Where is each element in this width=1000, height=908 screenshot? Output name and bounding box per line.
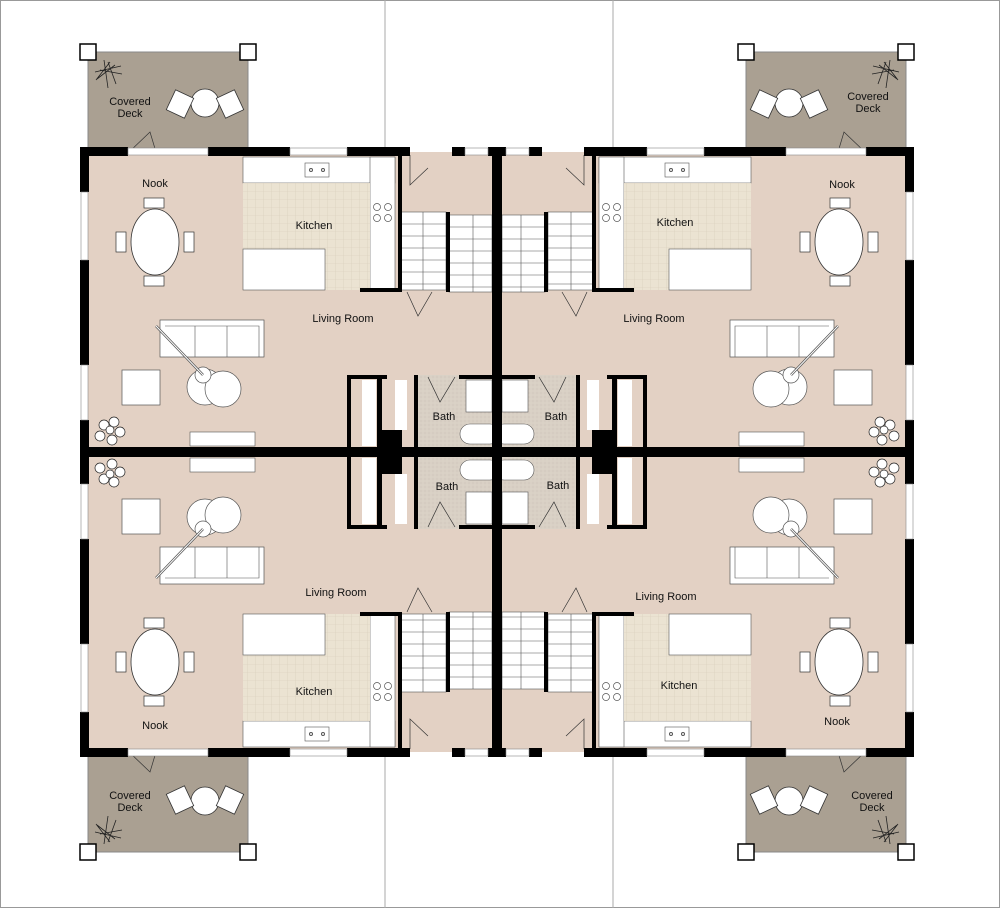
living-room-label: Living Room (312, 313, 373, 325)
deck-label: Deck (855, 103, 881, 115)
bath-label: Bath (436, 481, 459, 493)
deck-label: Covered (851, 790, 893, 802)
deck-label: Deck (117, 108, 143, 120)
bath-label: Bath (433, 411, 456, 423)
nook-label: Nook (142, 178, 168, 190)
deck-label: Covered (109, 96, 151, 108)
kitchen-label: Kitchen (296, 220, 333, 232)
nook-label: Nook (824, 716, 850, 728)
living-room-label: Living Room (623, 313, 684, 325)
living-room-label: Living Room (305, 587, 366, 599)
kitchen-label: Kitchen (657, 217, 694, 229)
nook-label: Nook (142, 720, 168, 732)
bath-label: Bath (547, 480, 570, 492)
kitchen-label: Kitchen (661, 680, 698, 692)
living-room-label: Living Room (635, 591, 696, 603)
deck-label: Covered (847, 91, 889, 103)
kitchen-label: Kitchen (296, 686, 333, 698)
nook-label: Nook (829, 179, 855, 191)
deck-label: Deck (117, 802, 143, 814)
deck-label: Deck (859, 802, 885, 814)
bath-label: Bath (545, 411, 568, 423)
deck-label: Covered (109, 790, 151, 802)
